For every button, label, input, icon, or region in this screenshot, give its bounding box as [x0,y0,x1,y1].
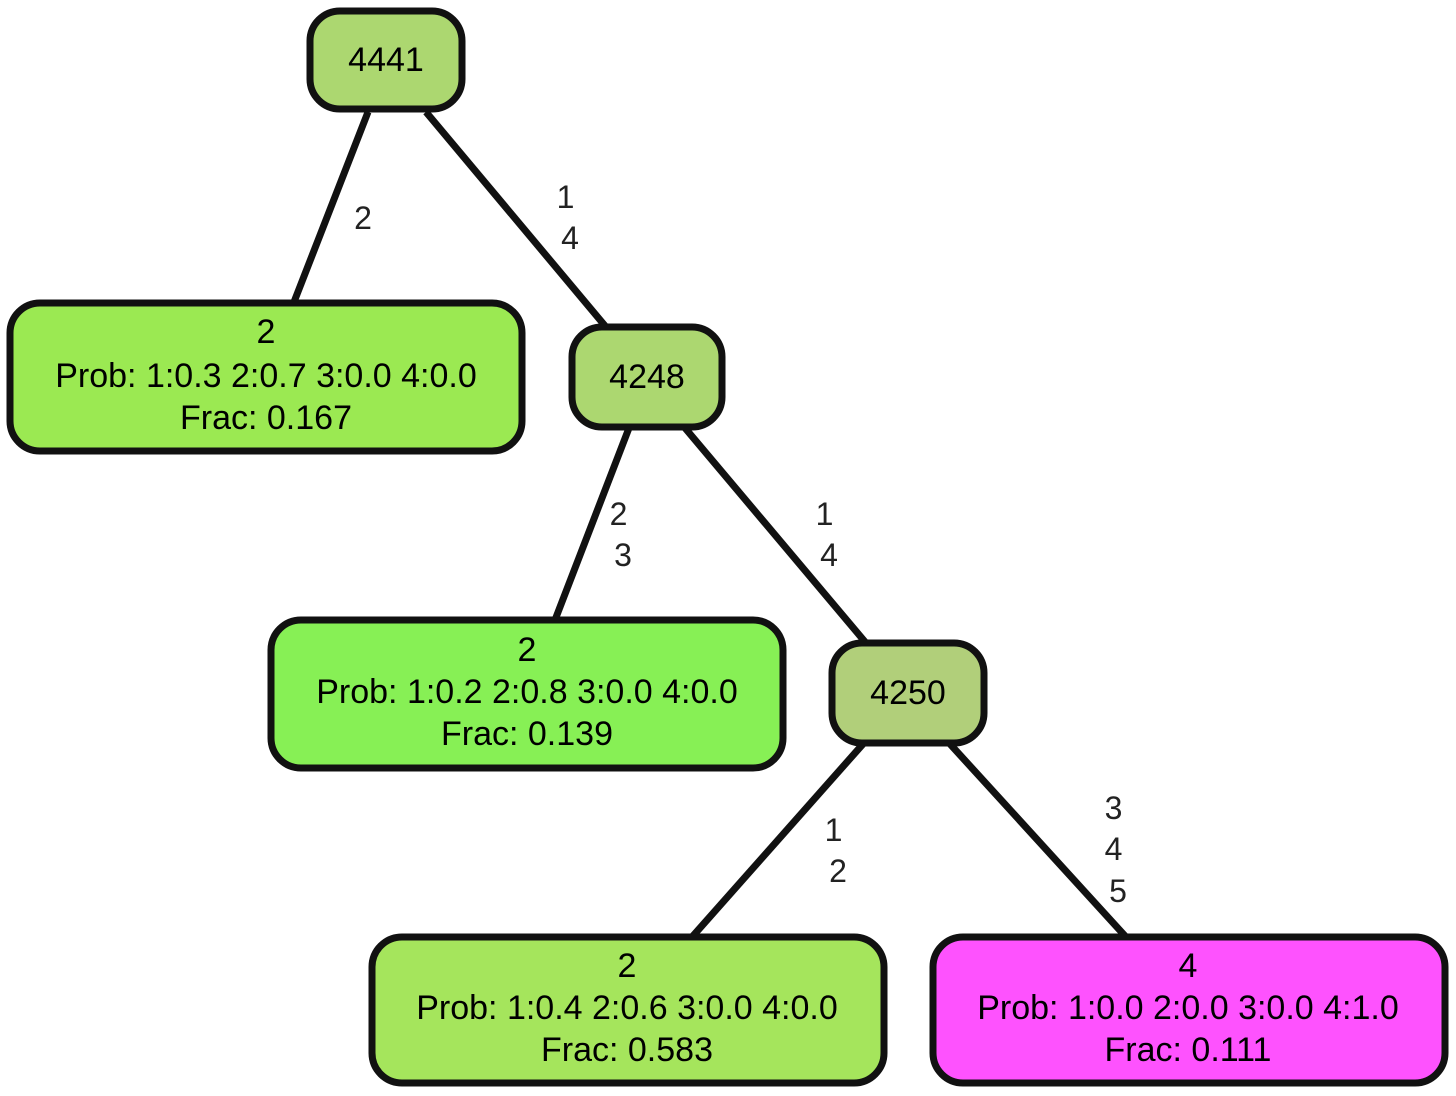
edge-label-line: 2 [829,853,847,889]
leaf-node-c-box [368,933,888,1087]
leaf-node-prob: Prob: 1:0.2 2:0.8 3:0.0 4:0.0 [316,673,738,711]
edge-label-e6: 3 4 5 [1105,790,1132,909]
edge-4250-to-leaf-c [689,741,866,940]
leaf-node-b: 2 Prob: 1:0.2 2:0.8 3:0.0 4:0.0 Frac: 0.… [267,616,787,772]
leaf-node-d-box [929,933,1449,1087]
leaf-node-prob: Prob: 1:0.4 2:0.6 3:0.0 4:0.0 [416,989,838,1027]
edge-label-e2: 1 4 [557,179,584,256]
leaf-node-a-box [6,299,526,455]
edge-4441-to-4248 [423,109,609,330]
leaf-node-frac: Frac: 0.139 [441,715,613,753]
leaf-node-class: 2 [618,947,637,985]
edge-label-e3: 2 3 [610,496,637,573]
leaf-node-prob: Prob: 1:0.3 2:0.7 3:0.0 4:0.0 [55,357,477,395]
split-node-4248-label: 4248 [609,358,685,396]
leaf-node-c: 2 Prob: 1:0.4 2:0.6 3:0.0 4:0.0 Frac: 0.… [368,933,888,1087]
split-node-4248: 4248 [568,323,726,431]
edge-label-line: 1 [816,496,834,532]
edge-label-e1: 2 [354,200,372,236]
split-node-4250-box [828,639,988,747]
leaf-node-frac: Frac: 0.167 [180,399,352,437]
edge-4248-to-4250 [682,425,869,646]
edge-label-line: 2 [354,200,372,236]
edge-label-line: 4 [820,537,838,573]
edge-label-e5: 1 2 [825,812,852,889]
leaf-node-class: 2 [257,313,276,351]
edge-label-line: 3 [1105,790,1123,826]
leaf-node-d: 4 Prob: 1:0.0 2:0.0 3:0.0 4:1.0 Frac: 0.… [929,933,1449,1087]
split-node-4441-box [306,7,466,113]
edge-label-line: 1 [557,179,575,215]
edge-label-e4: 1 4 [816,496,843,573]
edge-label-line: 4 [561,220,579,256]
split-node-4250: 4250 [828,639,988,747]
edge-label-line: 2 [610,496,628,532]
leaf-node-class: 4 [1179,947,1198,985]
leaf-node-class: 2 [518,631,537,669]
edge-4441-to-leaf-a [290,110,372,304]
split-node-4250-label: 4250 [870,674,946,712]
leaf-node-b-box [267,616,787,772]
edge-label-line: 5 [1109,873,1127,909]
edge-label-line: 3 [614,537,632,573]
edge-4250-to-leaf-d [947,741,1129,940]
edge-label-line: 4 [1105,831,1123,867]
leaf-node-prob: Prob: 1:0.0 2:0.0 3:0.0 4:1.0 [977,989,1399,1027]
split-node-4248-box [568,323,726,431]
edge-4248-to-leaf-b [551,426,633,622]
edge-label-line: 1 [825,812,843,848]
split-node-4441: 4441 [306,7,466,113]
leaf-node-a: 2 Prob: 1:0.3 2:0.7 3:0.0 4:0.0 Frac: 0.… [6,299,526,455]
split-node-4441-label: 4441 [348,41,424,79]
leaf-node-frac: Frac: 0.583 [541,1031,713,1069]
leaf-node-frac: Frac: 0.111 [1105,1031,1272,1069]
